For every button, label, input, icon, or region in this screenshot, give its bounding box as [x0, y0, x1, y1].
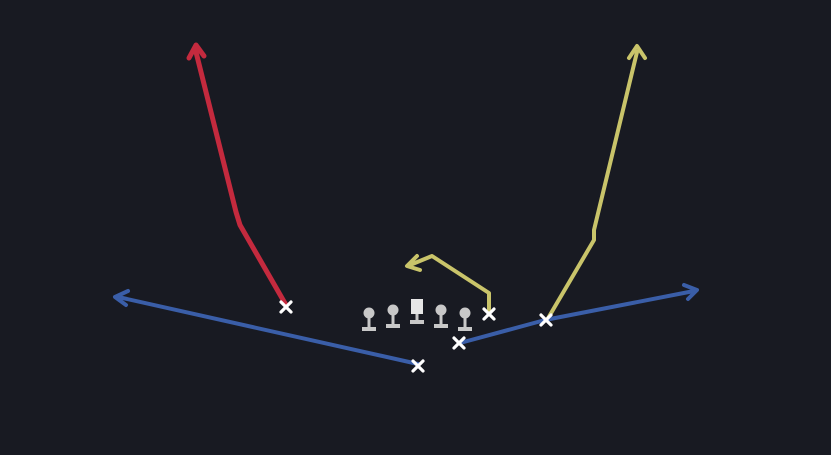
x-mark-icon	[279, 300, 293, 314]
lineman-icon	[386, 304, 400, 328]
route-yellow-deep-arrowhead	[627, 44, 647, 60]
x-mark-icon	[452, 336, 466, 350]
route-red-arrowhead	[186, 42, 207, 61]
lineman-icon	[434, 304, 448, 328]
route-yellow-hook-arrowhead	[405, 254, 422, 272]
route-blue-right-arrowhead	[682, 283, 699, 301]
x-mark-icon	[482, 307, 496, 321]
route-blue-left	[116, 295, 420, 366]
x-mark-icon	[411, 359, 425, 373]
route-red	[193, 49, 289, 308]
route-blue-left-arrowhead	[113, 289, 130, 307]
route-yellow-deep	[545, 50, 639, 322]
route-yellow-hook	[408, 254, 491, 314]
lineman-icon	[362, 307, 376, 331]
x-mark-icon	[539, 313, 553, 327]
center-block-icon	[410, 299, 424, 324]
lineman-icon	[458, 307, 472, 331]
